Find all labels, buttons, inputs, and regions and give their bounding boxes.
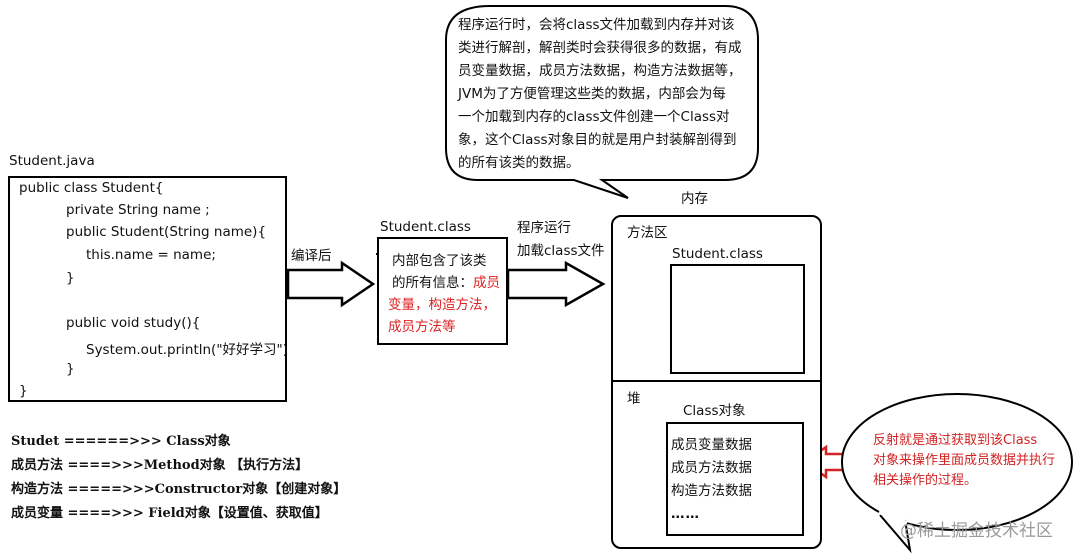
load-label-1: 程序运行	[517, 220, 571, 236]
reflection-bubble-text: 反射就是通过获取到该Class 对象来操作里面成员数据并执行 相关操作的过程。	[873, 431, 1055, 491]
method-area-class-box	[670, 264, 805, 374]
load-arrow	[506, 260, 606, 308]
code-line: System.out.println("好好学习")	[86, 342, 289, 358]
legend-line: Studet ======>>> Class对象	[11, 434, 231, 449]
code-line: }	[66, 270, 75, 286]
memory-title: 内存	[681, 191, 708, 207]
heap-item: 构造方法数据	[671, 483, 752, 499]
heap-label: 堆	[627, 391, 641, 407]
legend-line: 成员变量 ====>>> Field对象【设置值、获取值】	[11, 506, 328, 521]
reflection-line: 反射就是通过获取到该Class	[873, 433, 1038, 448]
heap-object-box: 成员变量数据 成员方法数据 构造方法数据 ……	[666, 422, 804, 536]
legend-line: 成员方法 ====>>>Method对象 【执行方法】	[11, 458, 309, 473]
heap-item: 成员方法数据	[671, 460, 752, 476]
class-file-line: 成员方法等	[388, 319, 456, 335]
class-file-title: Student.class	[380, 219, 471, 235]
code-line: }	[19, 383, 28, 399]
memory-divider	[613, 380, 820, 382]
top-bubble-line: 一个加载到内存的class文件创建一个Class对	[458, 109, 730, 125]
class-file-line: 的所有信息：成员	[392, 275, 500, 291]
code-line: private String name ;	[66, 202, 210, 218]
class-file-box: 内部包含了该类 的所有信息：成员 变量，构造方法， 成员方法等	[377, 237, 508, 345]
top-bubble-line: 象，这个Class对象目的就是用户封装解剖得到	[458, 132, 737, 148]
memory-box: 方法区 Student.class 堆 Class对象 成员变量数据 成员方法数…	[611, 215, 822, 549]
watermark: @稀土掘金技术社区	[900, 521, 1053, 541]
code-line: public Student(String name){	[66, 224, 267, 240]
reflection-line: 对象来操作里面成员数据并执行	[873, 453, 1056, 468]
top-bubble-line: 类进行解剖，解剖类时会获得很多的数据，有成	[458, 40, 742, 56]
class-file-line: 内部包含了该类	[392, 253, 487, 269]
top-bubble-line: 员变量数据，成员方法数据，构造方法数据等，	[458, 63, 742, 79]
load-label-2: 加载class文件	[517, 243, 605, 259]
method-area-label: 方法区	[627, 225, 668, 241]
method-area-class-title: Student.class	[672, 246, 763, 262]
compile-label: 编译后	[291, 248, 332, 264]
top-bubble-line: 的所有该类的数据。	[458, 155, 580, 171]
heap-object-title: Class对象	[683, 403, 746, 419]
code-line: }	[66, 361, 75, 377]
code-line: this.name = name;	[86, 247, 216, 263]
class-file-red-text: 成员	[473, 275, 500, 291]
legend-line: 构造方法 =====>>>Constructor对象【创建对象】	[11, 482, 347, 497]
top-bubble-line: JVM为了方便管理这些类的数据，内部会为每	[458, 86, 726, 102]
class-file-line: 变量，构造方法，	[388, 297, 496, 313]
reflection-line: 相关操作的过程。	[873, 473, 978, 488]
code-line: public class Student{	[19, 180, 164, 196]
source-code-box: public class Student{ private String nam…	[8, 176, 289, 402]
compile-arrow	[286, 260, 376, 308]
source-filename: Student.java	[9, 153, 95, 169]
top-bubble-text: 程序运行时，会将class文件加载到内存并对该 类进行解剖，解剖类时会获得很多的…	[458, 14, 742, 175]
top-bubble-line: 程序运行时，会将class文件加载到内存并对该	[458, 17, 735, 33]
top-bubble-shape	[445, 5, 759, 199]
reflection-bubble-shape	[841, 393, 1073, 531]
heap-item: 成员变量数据	[671, 437, 752, 453]
heap-item: ……	[671, 506, 700, 522]
code-line: public void study(){	[66, 315, 201, 331]
